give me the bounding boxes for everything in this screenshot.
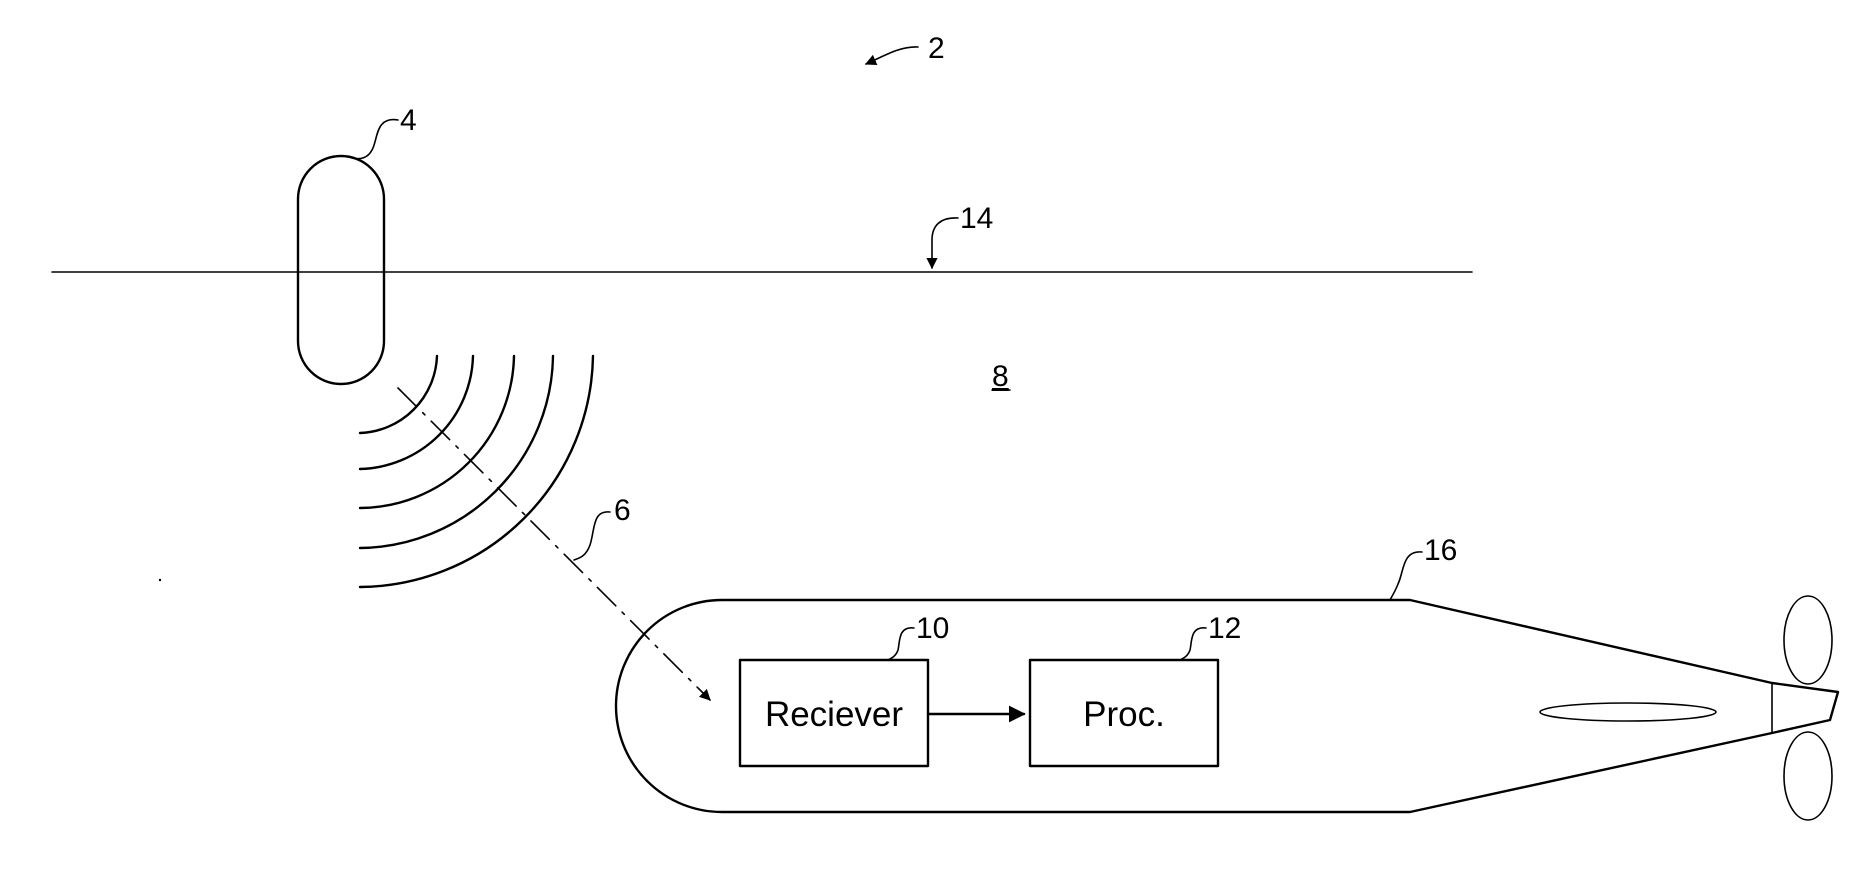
ref-label-buoy: 4	[400, 104, 417, 137]
leader-buoy	[352, 120, 398, 159]
signal-dash-dot-line	[398, 388, 710, 700]
system-reference: 2	[866, 32, 945, 65]
leader-surface	[932, 218, 958, 268]
wave-arc-3	[360, 356, 514, 508]
leader-processor	[1180, 628, 1206, 660]
leader-receiver	[888, 628, 914, 660]
propeller-blade-lower	[1784, 732, 1832, 820]
propeller-blade-upper	[1784, 596, 1832, 684]
ref-label-surface: 14	[960, 202, 993, 235]
signal-path: 6	[398, 388, 710, 700]
vehicle-fin	[1540, 703, 1716, 721]
receiver-block: Reciever 10	[740, 612, 949, 766]
ref-label-processor: 12	[1208, 612, 1241, 645]
surface-reference: 14	[932, 202, 993, 268]
leader-signal	[574, 512, 610, 560]
buoy: 4	[298, 104, 417, 384]
acoustic-waves	[360, 356, 593, 587]
ref-label-system: 2	[928, 32, 945, 65]
wave-arc-5	[360, 356, 593, 587]
leader-vehicle	[1390, 552, 1422, 600]
wave-arc-2	[360, 356, 473, 469]
ref-label-medium: 8	[992, 360, 1009, 393]
leader-system	[866, 47, 918, 64]
processor-block: Proc. 12	[1030, 612, 1241, 766]
wave-arc-1	[360, 356, 437, 433]
receiver-label: Reciever	[765, 695, 903, 734]
underwater-vehicle: 16	[616, 534, 1838, 820]
buoy-body	[298, 156, 384, 384]
stray-mark	[159, 579, 161, 581]
ref-label-signal: 6	[614, 494, 631, 527]
processor-label: Proc.	[1083, 695, 1165, 734]
ref-label-vehicle: 16	[1424, 534, 1457, 567]
ref-label-receiver: 10	[916, 612, 949, 645]
